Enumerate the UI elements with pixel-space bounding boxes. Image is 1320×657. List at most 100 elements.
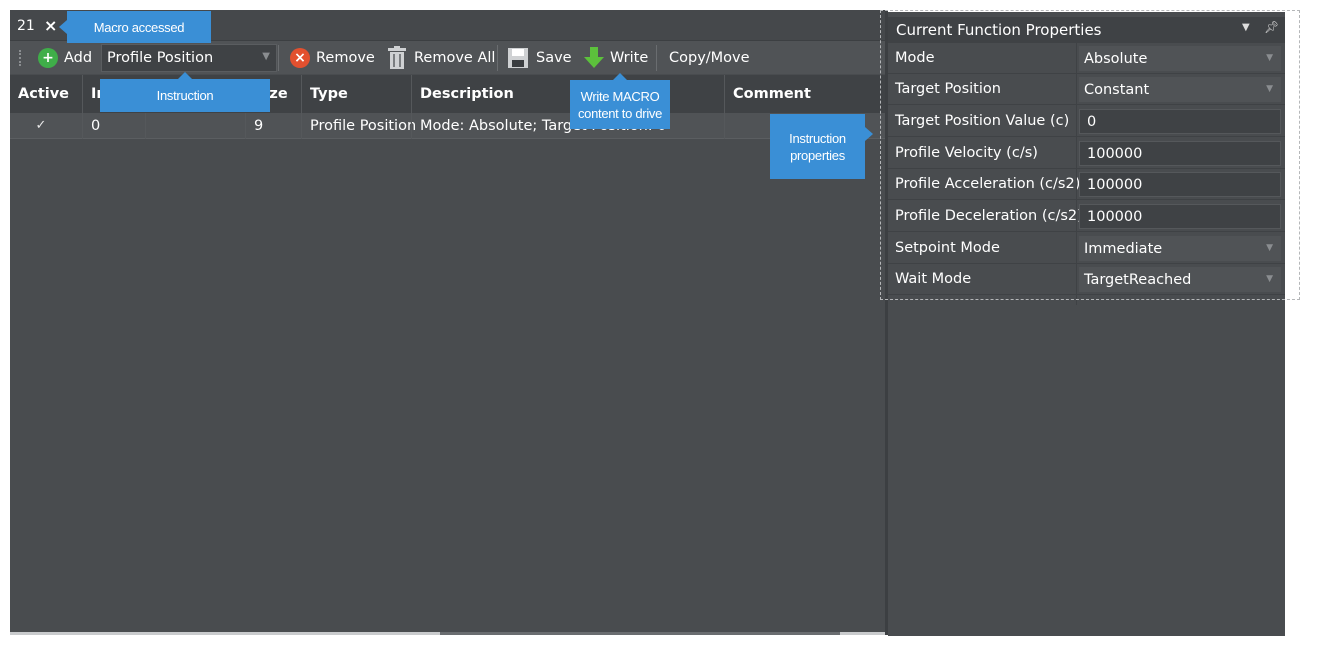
panel-menu-icon[interactable]: ▼ [1242,22,1250,33]
callout-write-macro: Write MACRO content to drive [570,73,670,129]
callout-text: Instruction [156,88,214,103]
column-header-type[interactable]: Type [310,86,348,102]
wait-mode-value: TargetReached [1084,271,1192,288]
remove-all-button-label: Remove All [414,50,496,66]
panel-splitter[interactable] [885,10,888,635]
target-position-value-field[interactable]: 0 [1079,109,1281,134]
property-column-divider [1076,42,1077,305]
save-button[interactable]: Save [508,41,572,75]
add-icon: + [38,48,58,68]
write-button[interactable]: Write [583,41,648,75]
table-row[interactable]: ✓ 0 9 Profile Position Mode: Absolute; T… [10,113,885,139]
property-row-profile-deceleration: Profile Deceleration (c/s2) 100000 [888,201,1285,232]
macro-editor-panel: 21 × + Add Profile Position ▼ × Remove [10,10,885,635]
macro-toolbar: + Add Profile Position ▼ × Remove Remove… [10,40,885,74]
column-divider [724,75,725,139]
column-divider [245,113,246,139]
copy-move-button-label: Copy/Move [669,50,750,66]
property-label: Setpoint Mode [895,240,1000,256]
callout-instruction: Instruction [100,72,270,112]
property-label: Profile Acceleration (c/s2) [895,176,1081,192]
profile-acceleration-field[interactable]: 100000 [1079,172,1281,197]
toolbar-separator [278,45,279,71]
callout-text: content to drive [577,105,663,121]
callout-pointer [865,127,873,141]
callout-pointer [59,20,67,34]
cell-type: Profile Position [310,118,417,134]
property-row-wait-mode: Wait Mode TargetReached ▼ [888,264,1285,295]
property-label: Wait Mode [895,271,972,287]
dropdown-arrow-icon: ▼ [1266,53,1273,63]
write-arrow-icon [584,47,604,68]
callout-macro-accessed: Macro accessed [59,11,211,43]
setpoint-mode-dropdown[interactable]: Immediate ▼ [1079,236,1281,261]
pin-icon[interactable]: 📌︎ [1264,20,1280,34]
target-position-dropdown[interactable]: Constant ▼ [1079,77,1281,102]
column-header-description[interactable]: Description [420,86,514,102]
column-header-active[interactable]: Active [18,86,70,102]
remove-icon: × [290,48,310,68]
cell-description: Mode: Absolute; Target Position: 0 [420,118,667,134]
instruction-type-dropdown[interactable]: Profile Position ▼ [101,44,277,72]
close-icon[interactable]: × [44,16,58,35]
properties-panel: Current Function Properties ▼ 📌︎ Mode Ab… [888,12,1285,636]
dropdown-arrow-icon: ▼ [1266,243,1273,253]
callout-text: properties [790,147,845,163]
save-button-label: Save [536,50,572,66]
property-row-profile-acceleration: Profile Acceleration (c/s2) 100000 [888,169,1285,200]
copy-move-button[interactable]: Copy/Move [669,41,750,75]
column-divider [82,75,83,139]
target-position-value: Constant [1084,81,1150,98]
dropdown-arrow-icon: ▼ [1266,84,1273,94]
target-position-value-text: 0 [1087,113,1097,130]
add-button-label: Add [64,50,93,66]
property-label: Target Position [895,81,1001,97]
property-row-profile-velocity: Profile Velocity (c/s) 100000 [888,138,1285,169]
instruction-type-value: Profile Position [107,50,214,66]
cell-index: 0 [91,118,101,134]
add-button[interactable]: + Add [38,41,92,75]
dropdown-arrow-icon: ▼ [262,51,270,62]
wait-mode-dropdown[interactable]: TargetReached ▼ [1079,267,1281,292]
column-header-comment[interactable]: Comment [733,86,811,102]
mode-dropdown[interactable]: Absolute ▼ [1079,46,1281,71]
callout-text: Macro accessed [93,19,185,35]
profile-velocity-field[interactable]: 100000 [1079,141,1281,166]
profile-deceleration-field[interactable]: 100000 [1079,204,1281,229]
callout-text: Write MACRO [580,88,660,104]
mode-value: Absolute [1084,50,1148,67]
property-label: Profile Velocity (c/s) [895,145,1038,161]
callout-pointer [178,72,192,79]
property-row-setpoint-mode: Setpoint Mode Immediate ▼ [888,233,1285,264]
property-label: Profile Deceleration (c/s2) [895,208,1083,224]
cell-size: 9 [254,118,264,134]
properties-header: Current Function Properties ▼ 📌︎ [888,17,1285,43]
properties-title: Current Function Properties [896,21,1102,39]
save-icon [508,48,528,68]
column-divider [145,113,146,139]
callout-instruction-properties: Instruction properties [770,114,873,179]
toolbar-grip-handle[interactable] [19,50,21,66]
property-row-mode: Mode Absolute ▼ [888,43,1285,74]
property-label: Mode [895,50,935,66]
write-button-label: Write [610,50,649,66]
toolbar-separator [497,45,498,71]
column-divider [301,75,302,139]
tab-title[interactable]: 21 [17,18,35,34]
dropdown-arrow-icon: ▼ [1266,274,1273,284]
scrollbar-thumb[interactable] [440,632,840,635]
property-row-target-position-value: Target Position Value (c) 0 [888,106,1285,137]
profile-deceleration-value: 100000 [1087,208,1143,225]
property-row-target-position: Target Position Constant ▼ [888,74,1285,105]
column-divider [411,75,412,139]
remove-button[interactable]: × Remove [290,41,375,75]
profile-velocity-value: 100000 [1087,145,1143,162]
setpoint-mode-value: Immediate [1084,240,1163,257]
callout-pointer [613,73,627,80]
active-checkbox[interactable]: ✓ [35,118,47,133]
remove-all-button[interactable]: Remove All [386,41,495,75]
property-label: Target Position Value (c) [895,113,1070,129]
toolbar-separator [656,45,657,71]
profile-acceleration-value: 100000 [1087,176,1143,193]
callout-text: Instruction [789,130,846,146]
